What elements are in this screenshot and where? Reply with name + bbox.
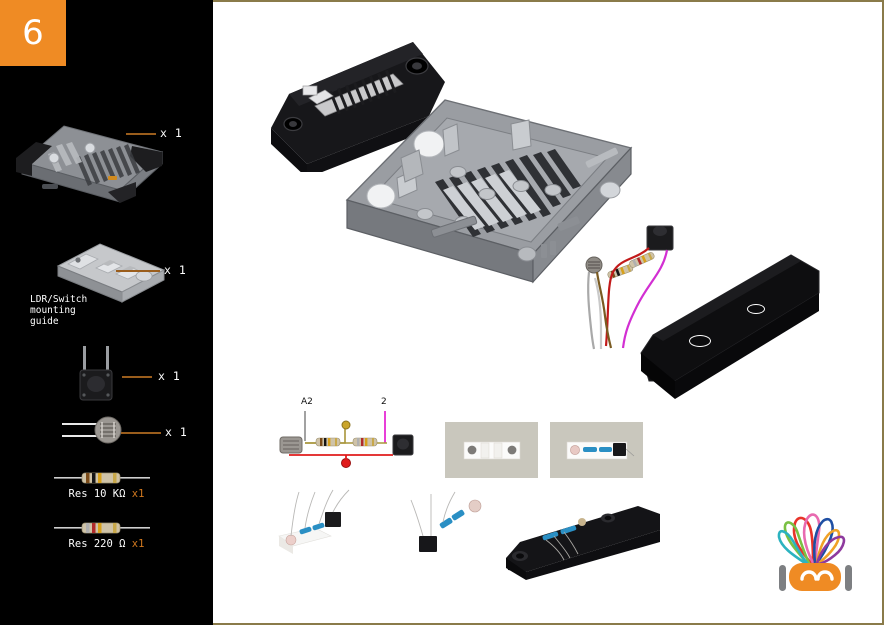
resistor-220-icon <box>54 522 150 534</box>
circuit-schematic: A2 2 <box>275 397 455 472</box>
figure-black-side-bar <box>640 254 820 399</box>
instruction-content-pane: A2 2 <box>213 0 884 625</box>
parts-sidebar: 6 <box>0 0 213 625</box>
part-item-ldr: x 1 <box>0 410 213 460</box>
part-item-resistor-10k: Res 10 KΩ x1 <box>0 470 213 506</box>
leader-line <box>122 376 152 378</box>
figure-wiring-harness <box>585 225 674 350</box>
photo-circuit-loose <box>401 484 511 559</box>
photo-mounting-guide-populated-image <box>550 422 643 478</box>
schematic-drawing <box>279 411 414 468</box>
schematic-pin-label-2: 2 <box>381 397 387 407</box>
chassis-tray-icon <box>16 125 164 204</box>
resistor-10k-qty: x1 <box>131 488 145 500</box>
photo-circuit-loose-image <box>401 484 511 559</box>
leader-line <box>126 133 156 135</box>
figure-chassis-tray-assembly <box>345 99 633 284</box>
part-quantity: x 1 <box>160 126 183 140</box>
ldr-icon <box>62 416 122 444</box>
mounting-guide-icon <box>56 243 166 303</box>
part-quantity: x 1 <box>164 263 187 277</box>
part-item-tactile-switch: x 1 <box>0 344 213 414</box>
photo-guide-in-black-bar <box>498 496 668 584</box>
part-item-resistor-220: Res 220 Ω x1 <box>0 520 213 556</box>
resistor-220-text: Res 220 Ω <box>68 538 126 550</box>
part-item-chassis-tray: x 1 <box>0 112 213 204</box>
photo-circuit-on-guide <box>271 484 381 559</box>
step-number-badge: 6 <box>0 0 66 66</box>
leader-line <box>121 432 161 434</box>
schematic-pin-label-a2: A2 <box>301 397 313 407</box>
tactile-switch-icon <box>79 346 113 401</box>
resistor-220-label: Res 220 Ω x1 <box>0 538 213 550</box>
part-item-mounting-guide: x 1 LDR/Switch mounting guide <box>0 240 213 332</box>
photo-mounting-guide-empty <box>445 422 538 478</box>
robot-logo <box>777 513 852 591</box>
photo-mounting-guide-empty-image <box>445 422 538 478</box>
resistor-220-qty: x1 <box>131 538 145 550</box>
photo-mounting-guide-populated <box>550 422 643 478</box>
resistor-10k-label: Res 10 KΩ x1 <box>0 488 213 500</box>
resistor-10k-text: Res 10 KΩ <box>68 488 126 500</box>
resistor-10k-icon <box>54 472 150 484</box>
step-number: 6 <box>22 13 44 53</box>
part-quantity: x 1 <box>165 425 188 439</box>
photo-circuit-on-guide-image <box>271 484 381 559</box>
part-label-mounting-guide: LDR/Switch mounting guide <box>30 294 88 327</box>
part-quantity: x 1 <box>158 369 181 383</box>
figure-top-cover-plate <box>271 42 445 172</box>
photo-guide-in-black-bar-image <box>498 496 668 584</box>
leader-line <box>116 270 160 272</box>
